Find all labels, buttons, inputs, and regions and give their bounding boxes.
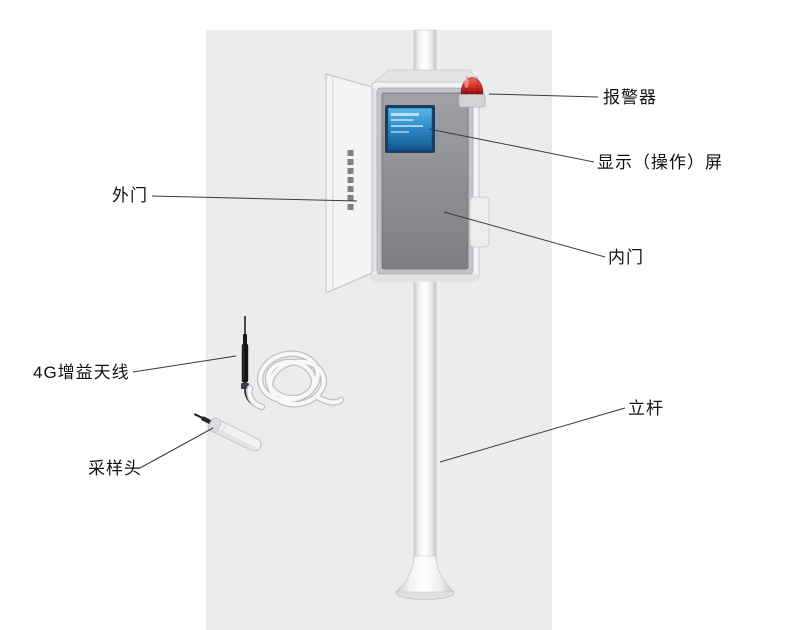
leader-antenna [132,355,237,373]
leader-pole [439,407,626,463]
leader-display-screen [428,128,595,163]
alarm-beacon [458,75,486,108]
label-alarm: 报警器 [603,88,657,107]
pole-base [395,555,455,600]
leader-inner-door [443,211,606,258]
cabinet-top-face [372,69,480,84]
label-pole: 立杆 [628,399,664,418]
label-sampling-head: 采样头 [88,459,142,478]
display-screen [385,105,435,153]
leader-alarm [488,93,599,98]
label-inner-door: 内门 [608,248,644,267]
coil-cable [246,350,345,411]
label-antenna: 4G增益天线 [33,363,130,382]
sampling-head [193,413,262,452]
leader-sampling-head [139,427,214,469]
door-print-marks [347,150,354,210]
cabinet-bottom-edge [371,274,479,282]
leader-outer-door [151,195,358,202]
label-display-screen: 显示（操作）屏 [597,153,723,172]
cabinet [370,69,490,282]
label-outer-door: 外门 [112,186,148,205]
outer-door [325,73,373,294]
leader-lines [132,93,626,469]
